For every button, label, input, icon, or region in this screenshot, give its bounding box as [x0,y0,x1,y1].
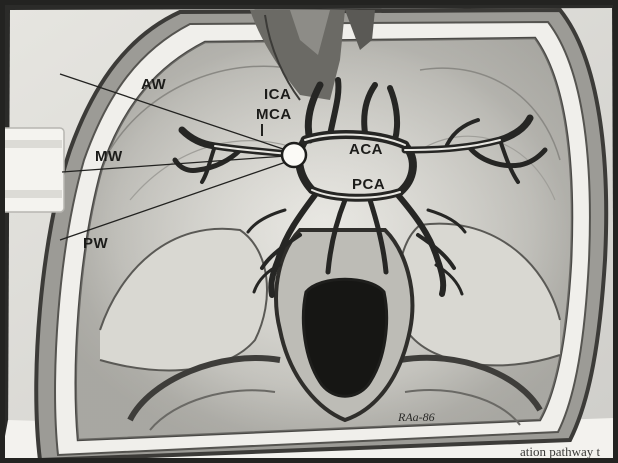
sample-volume-circle [282,143,306,167]
transducer-probe [0,128,64,212]
artist-signature: RAa-86 [398,410,435,425]
page-caption: ation pathway t [520,444,600,460]
label-ica: ICA [264,86,291,103]
label-pw: PW [83,235,108,252]
label-aca: ACA [349,141,383,158]
label-pca: PCA [352,176,385,193]
label-mca: MCA [256,106,292,123]
label-aw: AW [141,76,166,93]
label-mw: MW [95,148,123,165]
